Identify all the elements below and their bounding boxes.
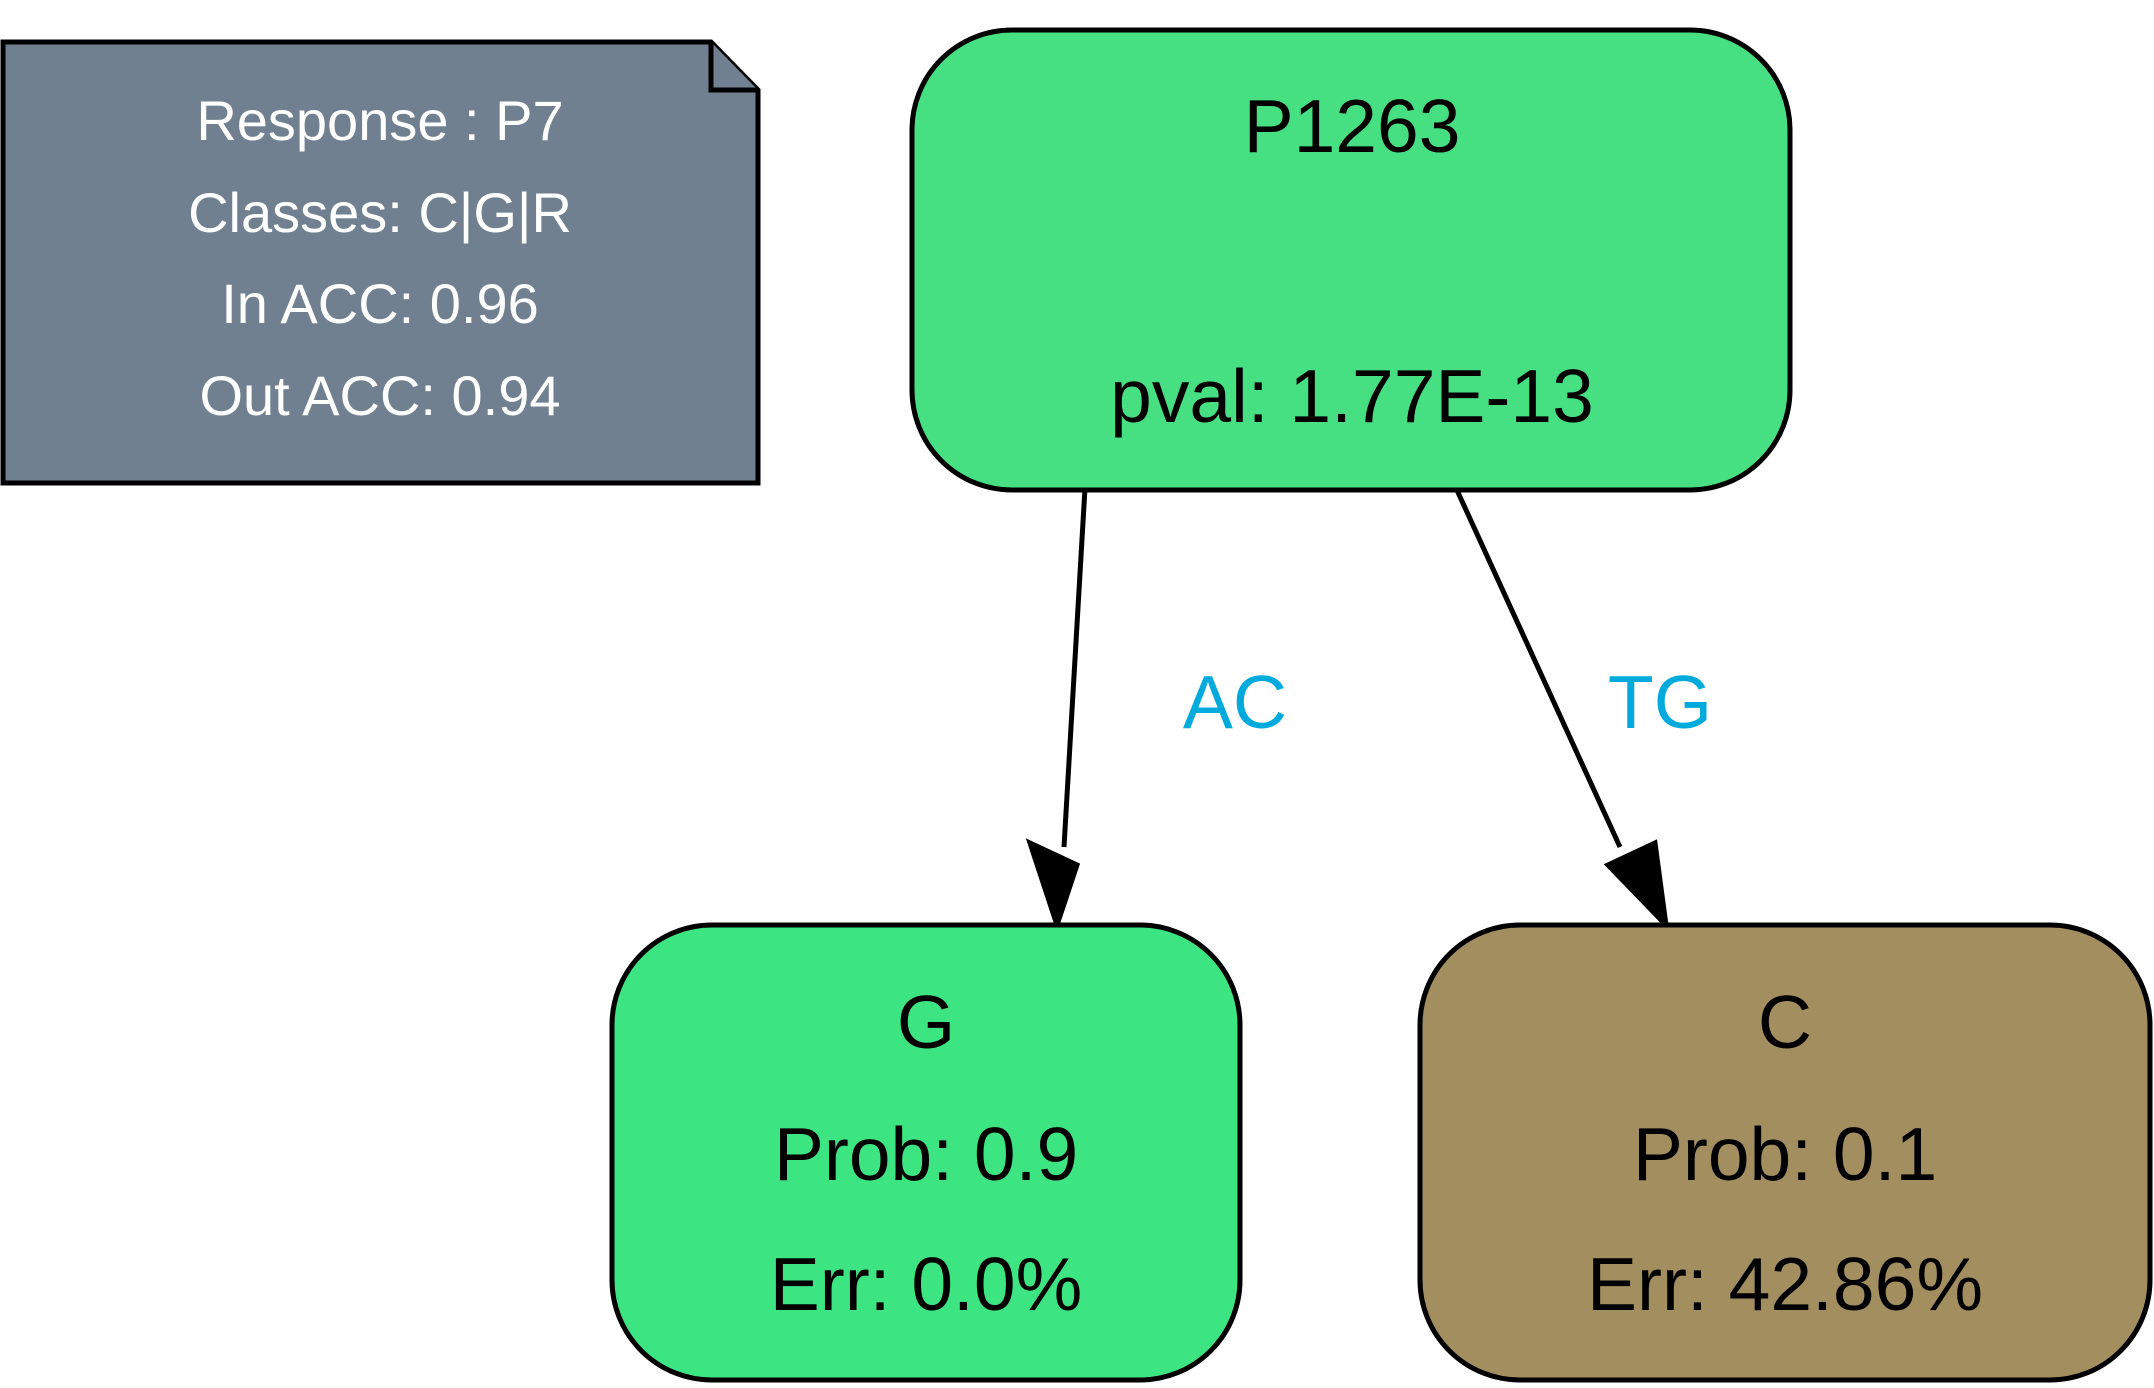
edge-ac: AC xyxy=(1025,487,1287,933)
info-note-fold xyxy=(708,42,758,93)
leaf-node-g-prob: Prob: 0.9 xyxy=(774,1112,1078,1196)
root-node-name: P1263 xyxy=(1244,84,1461,168)
edge-ac-line xyxy=(1061,487,1088,848)
leaf-node-g-box xyxy=(609,922,1243,1383)
leaf-node-g-class: G xyxy=(897,980,955,1064)
root-node-pval: pval: 1.77E-13 xyxy=(1110,354,1594,438)
leaf-node-c-prob: Prob: 0.1 xyxy=(1633,1112,1937,1196)
edge-tg-arrowhead xyxy=(1603,839,1670,933)
root-node-box xyxy=(909,27,1793,493)
info-note-box xyxy=(0,39,761,486)
edge-tg-label: TG xyxy=(1608,660,1712,744)
leaf-node-g: G Prob: 0.9 Err: 0.0% xyxy=(609,922,1243,1383)
leaf-node-c: C Prob: 0.1 Err: 42.86% xyxy=(1417,922,2153,1383)
info-note: Response : P7 Classes: C|G|R In ACC: 0.9… xyxy=(0,39,761,486)
edge-tg-line xyxy=(1453,486,1623,849)
leaf-node-g-err: Err: 0.0% xyxy=(770,1242,1083,1326)
info-note-line-out-acc: Out ACC: 0.94 xyxy=(199,364,560,427)
info-note-line-classes: Classes: C|G|R xyxy=(188,181,572,244)
leaf-node-c-class: C xyxy=(1758,980,1812,1064)
edge-ac-arrowhead xyxy=(1025,838,1081,933)
leaf-node-c-box xyxy=(1417,922,2153,1383)
info-note-line-in-acc: In ACC: 0.96 xyxy=(221,272,539,335)
leaf-node-c-err: Err: 42.86% xyxy=(1587,1242,1983,1326)
edge-ac-label: AC xyxy=(1183,660,1287,744)
info-note-line-response: Response : P7 xyxy=(196,89,563,152)
edge-tg: TG xyxy=(1453,486,1712,933)
root-node: P1263 pval: 1.77E-13 xyxy=(909,27,1793,493)
